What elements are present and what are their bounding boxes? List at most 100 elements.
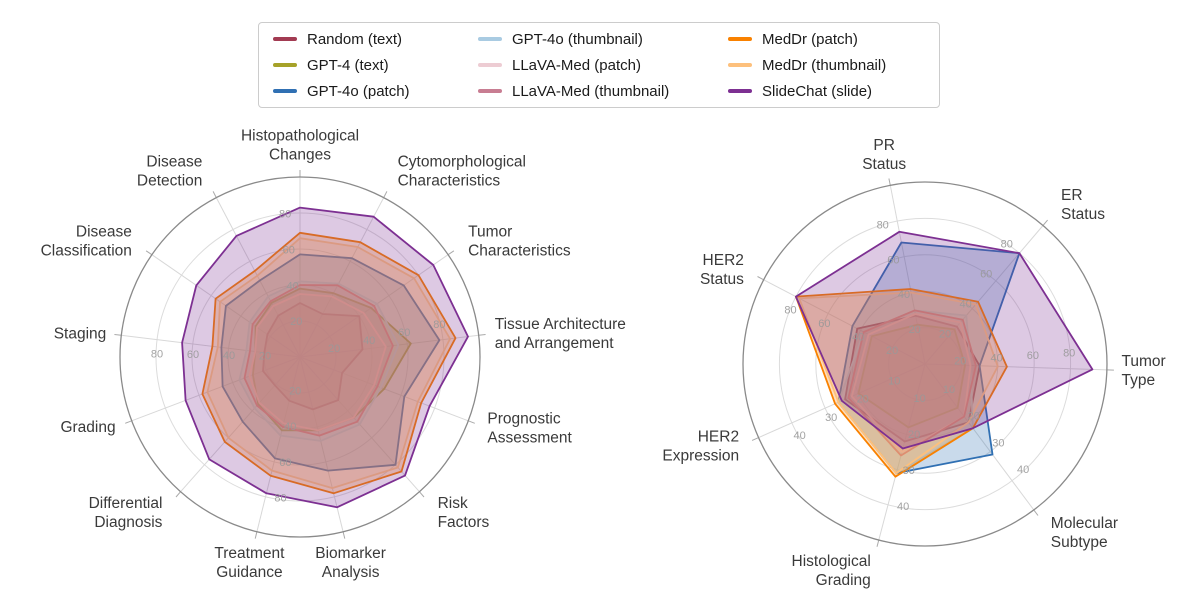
axis-spoke [180,356,301,493]
ring-value-label: 30 [992,437,1004,449]
axis-label-line: Risk [438,495,468,512]
axis-label-line: Biomarker [315,545,386,562]
axis-label-line: Diagnosis [94,514,162,531]
axis-label-line: Grading [60,419,115,436]
legend-swatch-icon [728,63,752,67]
series-polygon-meddr-thumbnail- [206,237,452,490]
axis-label-line: Analysis [322,564,380,581]
axis-label-line: Tumor [468,224,512,241]
ring-value-label: 60 [283,245,295,257]
ring-value-label: 40 [286,280,298,292]
series-polygon-slidechat-slide- [795,230,1094,450]
legend-swatch-icon [728,37,752,41]
axis-spoke [131,356,301,422]
series-polygon-meddr-patch- [795,288,1008,478]
axis-label-line: Status [1061,206,1105,223]
axis-label-line: Tissue Architecture [495,316,626,333]
outer-circle [742,181,1108,547]
legend-item-label: GPT-4o (thumbnail) [512,30,643,48]
axis-tick [125,420,132,424]
legend-item: SlideChat (slide) [728,79,943,103]
legend-swatch-icon [478,63,502,67]
legend-swatch-icon [273,63,297,67]
ring-value-label: 20 [954,355,966,367]
legend-item-label: SlideChat (slide) [762,82,873,100]
axis-spoke [924,363,1035,511]
legend-swatch-icon [478,89,502,93]
axis-label-line: PR [873,137,895,154]
axis-label-line: Prognostic [487,411,560,428]
ring-value-label: 40 [897,501,909,513]
ring-value-label: 80 [274,493,286,505]
legend-swatch-icon [273,37,297,41]
axis-label-line: Disease [76,224,132,241]
grid-ring [815,254,1035,474]
ring-value-label: 60 [818,318,830,330]
ring-value-label: 40 [223,350,235,362]
axis-label-line: Characteristics [398,173,501,190]
axis-tick [1033,509,1039,516]
axis-spoke [121,334,301,358]
ring-value-label: 60 [887,254,899,266]
legend-swatch-icon [273,89,297,93]
ring-value-label: 20 [886,345,898,357]
axis-tick [145,250,153,256]
series-polygon-llava-med-thumbnail- [847,309,977,457]
axis-label-line: Status [700,271,744,288]
axis-tick [1042,219,1048,226]
axis-tick [114,334,122,336]
ring-value-label: 80 [784,305,796,317]
legend-item: GPT-4o (patch) [273,79,478,103]
axis-spoke [299,197,385,358]
axis-label-line: Expression [662,448,739,465]
axis-spoke [889,185,926,365]
ring-value-label: 20 [289,386,301,398]
legend-item-label: GPT-4o (patch) [307,82,410,100]
legend-swatch-icon [478,37,502,41]
ring-value-label: 80 [279,209,291,221]
axis-label-line: Histological [792,553,871,570]
axis-label-line: Factors [438,514,490,531]
legend-item-label: GPT-4 (text) [307,56,389,74]
series-polygon-gpt-4-text- [857,323,966,429]
grid-ring [888,327,962,401]
legend: Random (text)GPT-4 (text)GPT-4o (patch)G… [258,22,940,108]
axis-tick [447,250,455,256]
ring-value-label: 30 [902,465,914,477]
legend-item-label: LLaVA-Med (thumbnail) [512,82,670,100]
legend-item: MedDr (thumbnail) [728,53,943,77]
ring-value-label: 30 [825,412,837,424]
ring-value-label: 10 [943,384,955,396]
radar-chart-left: 20406080204060802040608020406080Histopat… [41,128,626,581]
series-polygon-llava-med-thumbnail- [243,284,394,437]
axis-label-line: Cytomorphological [398,154,526,171]
axis-tick [757,276,764,281]
ring-value-label: 40 [898,289,910,301]
axis-tick [175,491,181,498]
legend-item: LLaVA-Med (thumbnail) [478,79,728,103]
axis-label-line: Guidance [216,564,282,581]
axis-label-line: HER2 [698,429,739,446]
series-polygon-meddr-thumbnail- [798,291,999,475]
ring-value-label: 40 [793,430,805,442]
series-polygon-llava-med-patch- [850,313,972,453]
legend-item: LLaVA-Med (patch) [478,53,728,77]
ring-value-label: 40 [852,332,864,344]
ring-value-label: 60 [279,457,291,469]
legend-item: GPT-4o (thumbnail) [478,27,728,51]
axis-tick [383,191,388,198]
outer-circle [119,176,481,538]
axis-tick [876,539,880,547]
axis-label: Grading [60,419,115,436]
